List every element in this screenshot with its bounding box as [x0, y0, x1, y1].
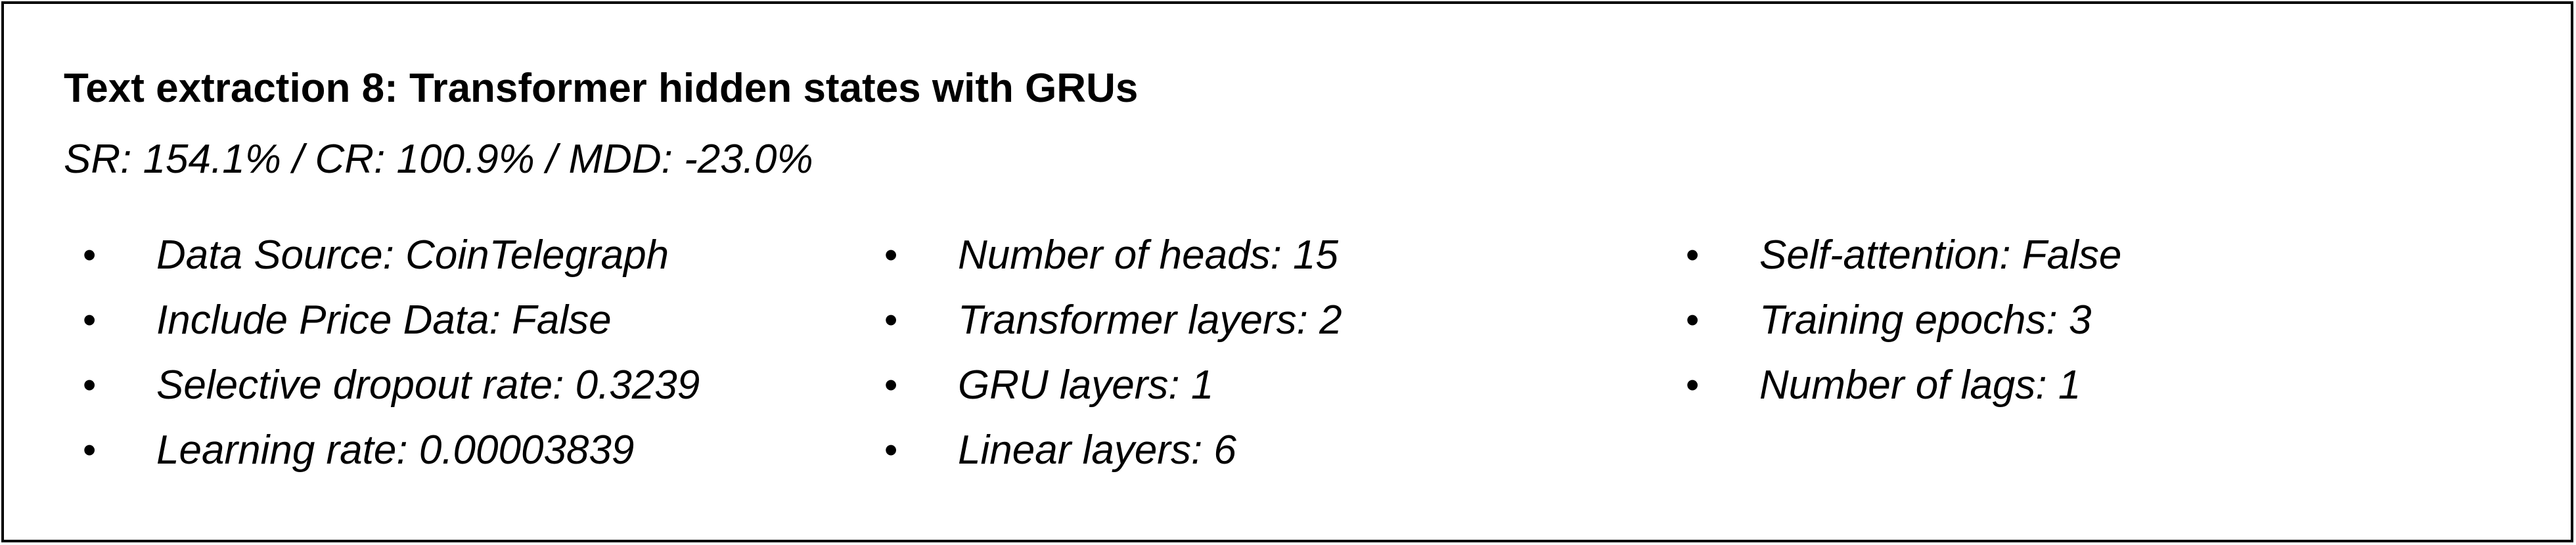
bullet-icon: • [884, 364, 898, 406]
card-title: Text extraction 8: Transformer hidden st… [64, 66, 1139, 111]
list-item-text: GRU layers: 1 [958, 362, 1214, 408]
bullet-icon: • [1686, 299, 1700, 341]
list-item-text: Number of heads: 15 [958, 232, 1339, 278]
bullet-icon: • [83, 234, 97, 276]
bullet-icon: • [1686, 234, 1700, 276]
bullet-icon: • [83, 364, 97, 406]
bullet-icon: • [884, 429, 898, 471]
bullet-icon: • [83, 429, 97, 471]
list-item-text: Self-attention: False [1759, 232, 2122, 278]
list-item-text: Linear layers: 6 [958, 427, 1236, 473]
list-item-text: Training epochs: 3 [1759, 297, 2092, 343]
bullet-icon: • [83, 299, 97, 341]
bullet-icon: • [884, 234, 898, 276]
list-item-text: Selective dropout rate: 0.3239 [156, 362, 700, 408]
list-item-text: Learning rate: 0.00003839 [156, 427, 635, 473]
metrics-summary: SR: 154.1% / CR: 100.9% / MDD: -23.0% [64, 137, 813, 182]
bullet-icon: • [884, 299, 898, 341]
list-item-text: Number of lags: 1 [1759, 362, 2081, 408]
list-item-text: Data Source: CoinTelegraph [156, 232, 669, 278]
list-item-text: Include Price Data: False [156, 297, 612, 343]
list-item-text: Transformer layers: 2 [958, 297, 1342, 343]
bullet-icon: • [1686, 364, 1700, 406]
